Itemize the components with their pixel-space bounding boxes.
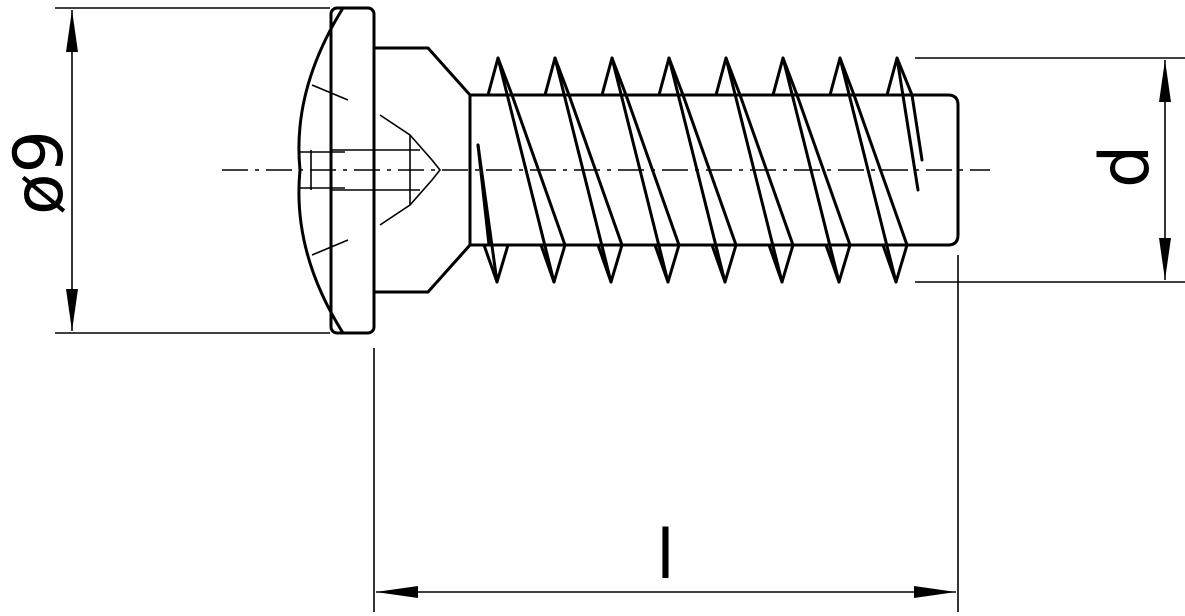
dimension-head-diameter bbox=[55, 7, 330, 334]
thread-diameter-label: d bbox=[1086, 145, 1165, 188]
dimension-thread-diameter bbox=[915, 57, 1185, 283]
screw-neck bbox=[330, 46, 472, 294]
length-label: l bbox=[656, 516, 675, 595]
dimension-length bbox=[373, 255, 959, 612]
screw-thread bbox=[468, 56, 960, 284]
head-diameter-label: ø9 bbox=[0, 130, 79, 215]
